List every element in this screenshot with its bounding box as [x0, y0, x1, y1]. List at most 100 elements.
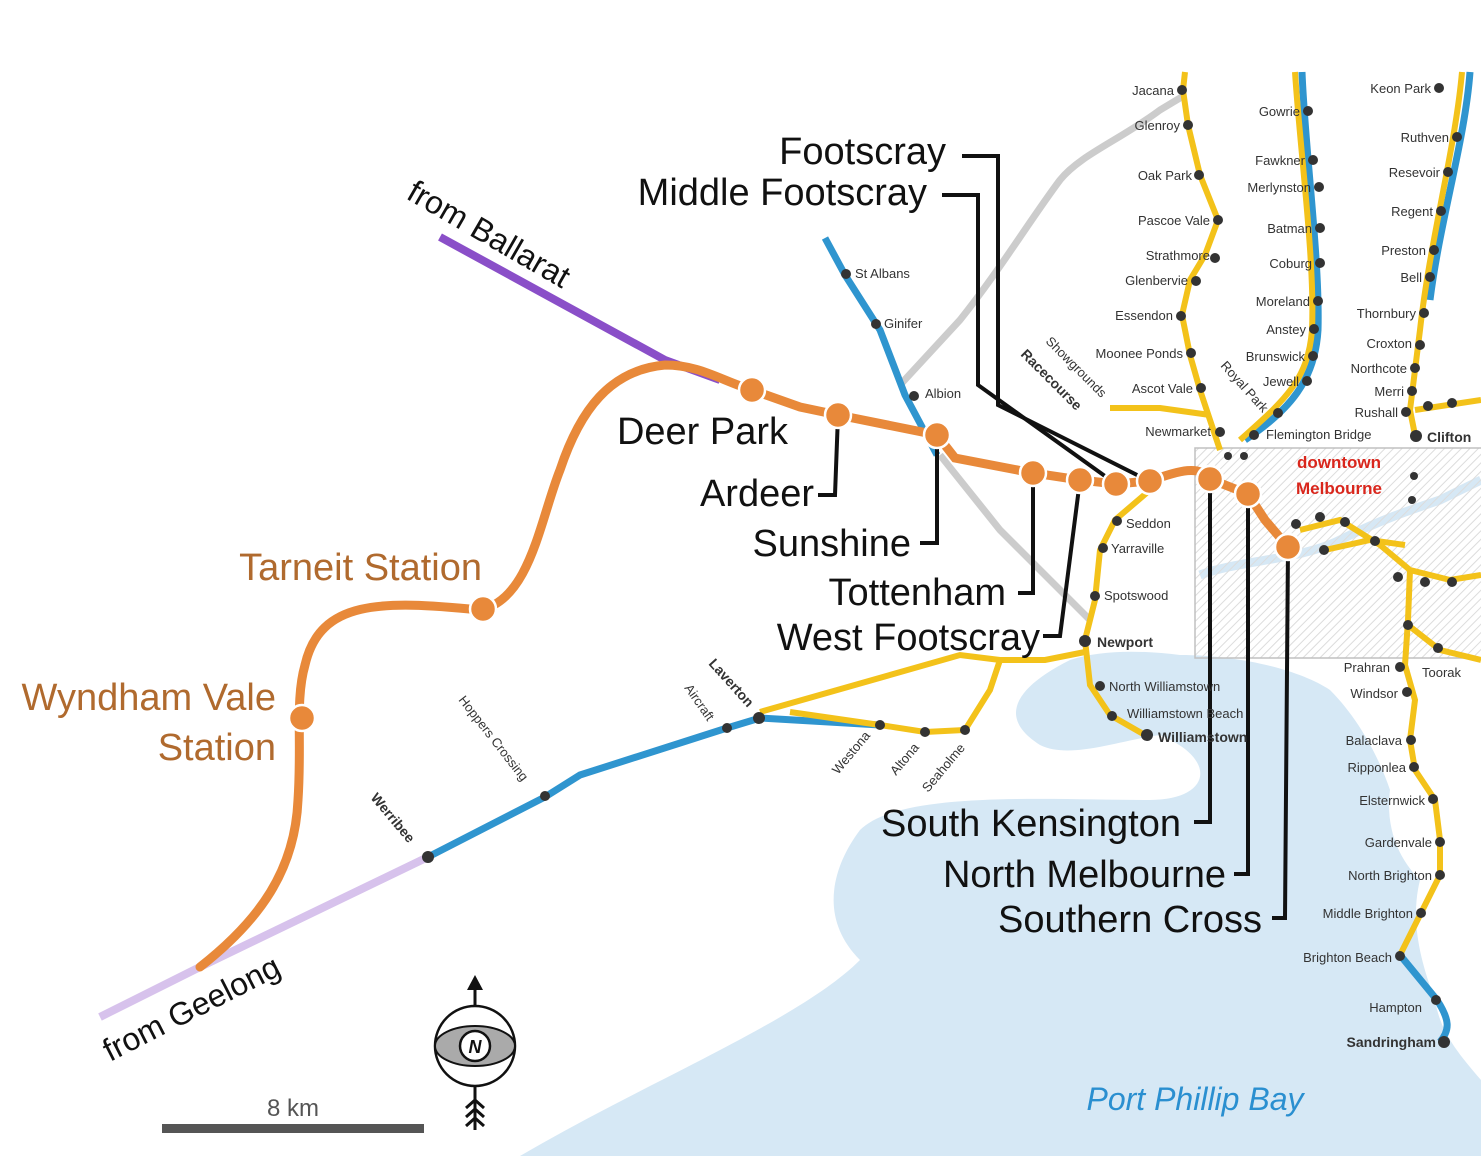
station-altona: Altona [887, 739, 923, 777]
station-merlynston: Merlynston [1247, 180, 1311, 195]
station-clifton: Clifton [1427, 429, 1471, 445]
label-deer-park: Deer Park [617, 411, 789, 453]
station-keon-park: Keon Park [1370, 81, 1431, 96]
station-dot-deer-park [737, 375, 767, 405]
label-port-phillip-bay: Port Phillip Bay [1087, 1081, 1306, 1117]
blue-line-werribee [426, 714, 881, 861]
yellow-line-flemington [1110, 405, 1211, 418]
station-dot-ardeer [823, 400, 853, 430]
geelong-line [98, 853, 430, 1021]
station-williamstown: Williamstown [1158, 729, 1247, 745]
station-brunswick: Brunswick [1246, 349, 1306, 364]
blue-line-sunbury [821, 236, 941, 457]
station-newmarket: Newmarket [1145, 424, 1211, 439]
station-fawkner: Fawkner [1255, 153, 1306, 168]
label-tottenham: Tottenham [829, 572, 1006, 614]
station-dot-west-footscray [1065, 465, 1095, 495]
label-footscray: Footscray [779, 131, 946, 173]
station-windsor: Windsor [1350, 686, 1398, 701]
station-st-albans: St Albans [855, 266, 910, 281]
scale-label: 8 km [267, 1095, 319, 1122]
station-dot-sunshine [922, 420, 952, 450]
small-station-dots [422, 83, 1462, 1048]
station-ginifer: Ginifer [884, 316, 923, 331]
station-ripponlea: Ripponlea [1347, 760, 1406, 775]
blue-line-upfield [1243, 71, 1322, 443]
grey-line-south [937, 452, 1093, 623]
station-anstey: Anstey [1266, 322, 1306, 337]
station-regent: Regent [1391, 204, 1433, 219]
yellow-line-upfield [1238, 71, 1316, 443]
station-northcote: Northcote [1351, 361, 1407, 376]
label-ardeer: Ardeer [700, 473, 814, 515]
station-dot-north-melbourne [1233, 479, 1263, 509]
station-hampton: Hampton [1369, 1000, 1422, 1015]
station-batman: Batman [1267, 221, 1312, 236]
label-from-ballarat: from Ballarat [402, 173, 577, 295]
label-north-melbourne: North Melbourne [943, 854, 1226, 896]
station-dot-south-kensington [1195, 464, 1225, 494]
station-brighton-beach: Brighton Beach [1303, 950, 1392, 965]
tarneit-line-stations [287, 375, 1303, 733]
station-essendon: Essendon [1115, 308, 1173, 323]
station-gowrie: Gowrie [1259, 104, 1300, 119]
station-dot-tarneit [468, 594, 498, 624]
compass-north-label: N [469, 1037, 483, 1057]
station-spotswood: Spotswood [1104, 588, 1168, 603]
label-wyndham-vale-1: Wyndham Vale [21, 677, 276, 719]
station-gardenvale: Gardenvale [1365, 835, 1432, 850]
station-coburg: Coburg [1269, 256, 1312, 271]
ballarat-line [438, 233, 722, 384]
station-williamstown-beach: Williamstown Beach [1127, 706, 1243, 721]
station-oak-park: Oak Park [1138, 168, 1193, 183]
station-preston: Preston [1381, 243, 1426, 258]
station-sandringham: Sandringham [1347, 1034, 1436, 1050]
scale-bar: 8 km [162, 1095, 424, 1133]
yellow-line-williamstown [1081, 487, 1152, 738]
label-downtown-1: downtown [1297, 453, 1381, 472]
station-dot-tottenham [1018, 458, 1048, 488]
label-west-footscray: West Footscray [777, 617, 1040, 659]
station-middle-brighton: Middle Brighton [1323, 906, 1413, 921]
station-moreland: Moreland [1256, 294, 1310, 309]
station-thornbury: Thornbury [1357, 306, 1417, 321]
station-toorak: Toorak [1422, 665, 1462, 680]
station-jewell: Jewell [1263, 374, 1299, 389]
station-croxton: Croxton [1366, 336, 1412, 351]
station-hoppers-crossing: Hoppers Crossing [456, 693, 532, 784]
station-ascot-vale: Ascot Vale [1132, 381, 1193, 396]
station-dot-footscray [1135, 466, 1165, 496]
station-dot-wyndham-vale [287, 703, 317, 733]
yellow-line-altona [759, 649, 1086, 736]
station-rushall: Rushall [1355, 405, 1398, 420]
station-merri: Merri [1374, 384, 1404, 399]
label-south-kensington: South Kensington [881, 803, 1181, 845]
station-seaholme: Seaholme [919, 740, 968, 794]
compass-icon: N [433, 975, 517, 1130]
label-sunshine: Sunshine [753, 523, 911, 565]
label-middle-footscray: Middle Footscray [638, 172, 927, 214]
station-glenroy: Glenroy [1134, 118, 1180, 133]
station-glenbervie: Glenbervie [1125, 273, 1188, 288]
station-laverton: Laverton [706, 655, 757, 710]
station-newport: Newport [1097, 634, 1153, 650]
station-north-brighton: North Brighton [1348, 868, 1432, 883]
grey-line-north [897, 91, 1187, 388]
station-albion: Albion [925, 386, 961, 401]
label-wyndham-vale-2: Station [158, 727, 276, 769]
callout-leaders [818, 154, 1290, 920]
blue-line-mernda [1426, 71, 1474, 301]
station-aircraft: Aircraft [682, 681, 718, 724]
label-southern-cross: Southern Cross [998, 899, 1262, 941]
station-strathmore: Strathmore [1146, 248, 1210, 263]
label-tarneit: Tarneit Station [239, 547, 482, 589]
station-yarraville: Yarraville [1111, 541, 1164, 556]
yellow-line-craigieburn [1178, 71, 1223, 451]
station-north-williamstown: North Williamstown [1109, 679, 1220, 694]
station-elsternwick: Elsternwick [1359, 793, 1425, 808]
station-ruthven: Ruthven [1401, 130, 1449, 145]
station-pascoe-vale: Pascoe Vale [1138, 213, 1210, 228]
port-phillip-bay [520, 651, 1481, 1156]
station-seddon: Seddon [1126, 516, 1171, 531]
